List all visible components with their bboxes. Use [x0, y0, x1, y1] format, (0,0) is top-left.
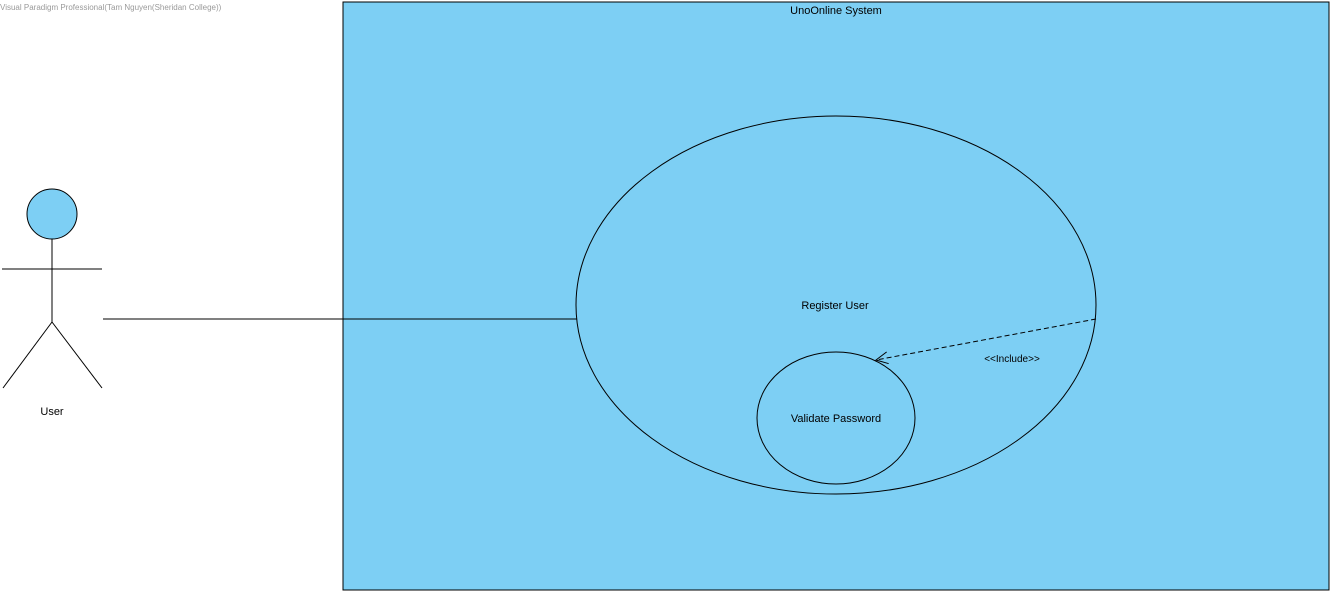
include-label: <<Include>> [984, 354, 1040, 365]
use-case-register-user[interactable]: Register User [575, 115, 1097, 495]
actor-label: User [40, 406, 64, 418]
actor-head [26, 188, 78, 240]
register-user-ellipse [575, 115, 1097, 495]
watermark-text: Visual Paradigm Professional(Tam Nguyen(… [0, 3, 222, 12]
validate-password-ellipse [756, 351, 916, 485]
actor-right-leg [51, 321, 103, 389]
system-title: UnoOnline System [790, 5, 882, 17]
validate-password-label: Validate Password [791, 413, 881, 425]
actor-left-leg [2, 321, 53, 389]
actor-user[interactable]: User [2, 188, 103, 418]
register-user-label: Register User [801, 300, 869, 312]
include-dependency-line[interactable] [876, 318, 1097, 360]
use-case-validate-password[interactable]: Validate Password [756, 351, 916, 485]
